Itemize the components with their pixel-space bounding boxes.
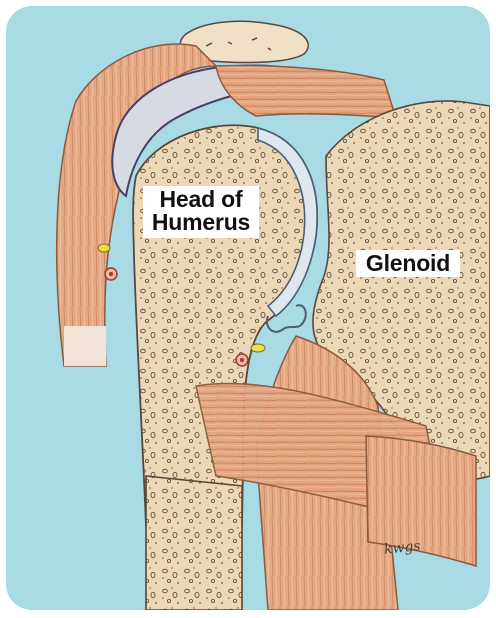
- glenoid-label: Glenoid: [356, 250, 460, 277]
- nerve-dot-2: [251, 344, 265, 352]
- anatomy-illustration-panel: [6, 6, 490, 610]
- head-of-humerus-label: Head of Humerus: [143, 186, 259, 238]
- head-of-humerus-line1: Head of: [145, 188, 257, 211]
- nerve-dot: [98, 244, 110, 252]
- head-of-humerus-line2: Humerus: [145, 211, 257, 234]
- shoulder-joint-illustration: [6, 6, 490, 610]
